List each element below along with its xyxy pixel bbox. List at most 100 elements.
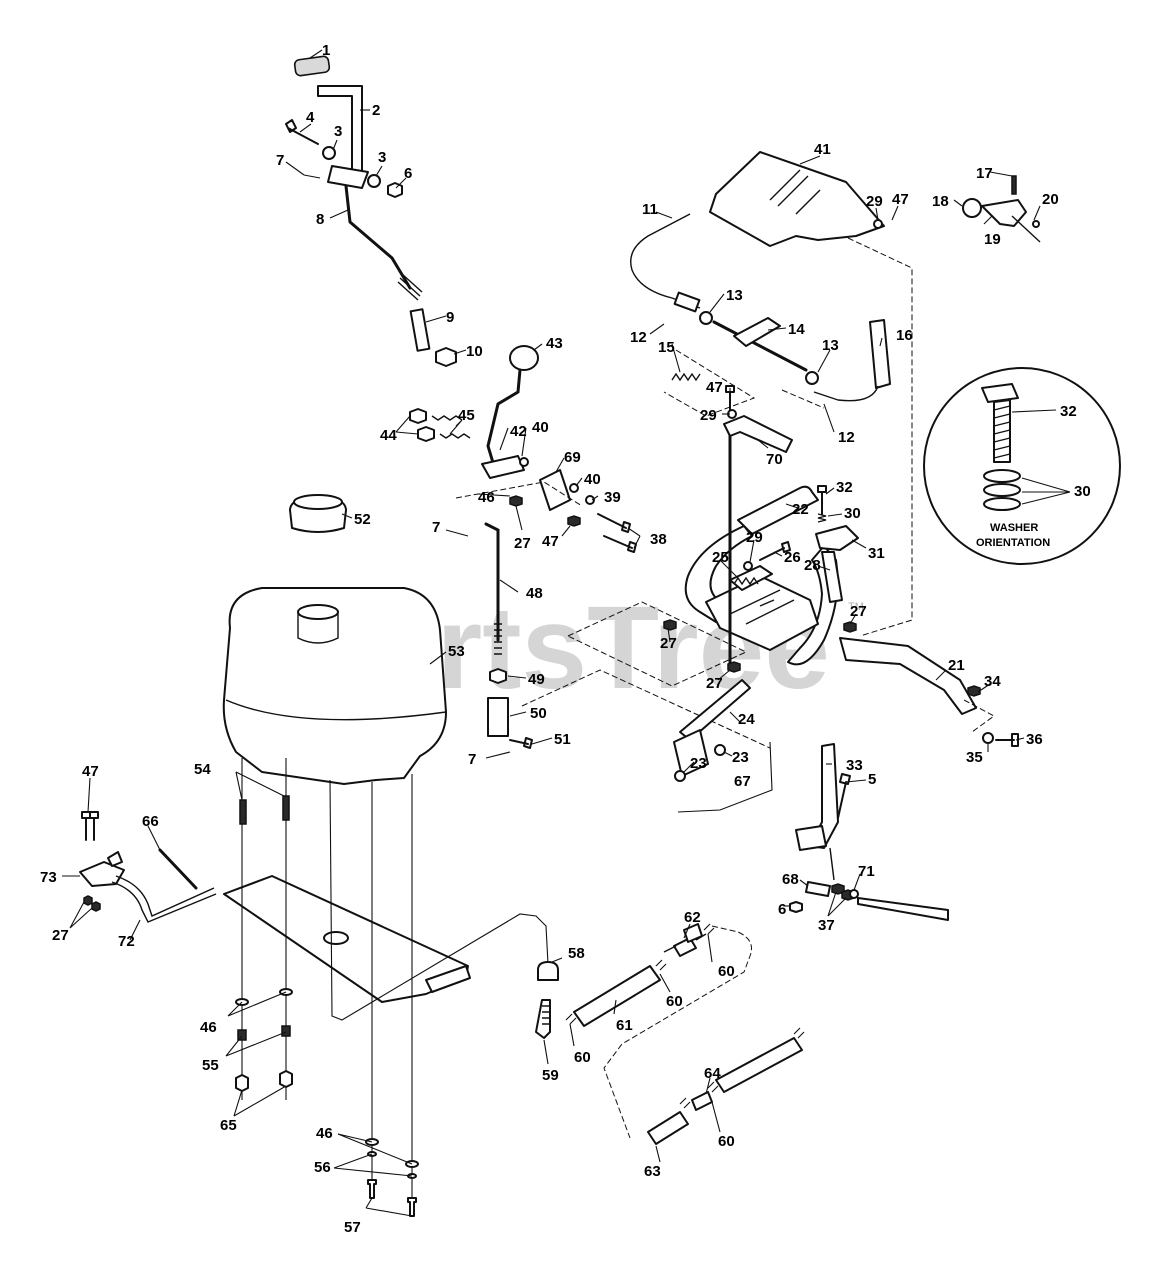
callout-7c: 7 <box>468 751 476 768</box>
callout-27b: 27 <box>660 635 677 652</box>
callout-59: 59 <box>542 1067 559 1084</box>
pedal-pad <box>293 55 331 77</box>
brake-rod-thread <box>397 273 423 301</box>
brake-spring-tube <box>409 308 431 352</box>
callout-38: 38 <box>650 531 667 548</box>
linkage-rod <box>857 897 949 921</box>
callout-47a: 47 <box>892 191 909 208</box>
fuel-filler-neck <box>297 604 339 620</box>
nut-27-frame-b <box>727 661 741 673</box>
lever-shaft-14 <box>712 320 808 372</box>
brake-pedal-assembly <box>285 55 457 367</box>
clamp-60b <box>655 959 667 971</box>
callout-22: 22 <box>792 501 809 518</box>
lever-33 <box>809 743 839 849</box>
lever-33-linkage-line <box>829 847 835 881</box>
callout-37: 37 <box>818 917 835 934</box>
inset-caption-line2: ORIENTATION <box>976 537 1050 549</box>
nut-27-shift <box>509 495 523 507</box>
cable-sleeve <box>673 291 701 313</box>
inset-bolt-head <box>981 383 1019 403</box>
clamp-60a <box>565 1013 577 1025</box>
stud-54b <box>282 795 290 821</box>
callout-23a: 23 <box>732 749 749 766</box>
callout-33: 33 <box>846 757 863 774</box>
callout-71: 71 <box>858 863 875 880</box>
callout-69: 69 <box>564 449 581 466</box>
callout-6: 6 <box>404 165 412 182</box>
washer-71 <box>849 889 859 899</box>
bracket-25 <box>729 565 773 591</box>
callout-27d: 27 <box>850 603 867 620</box>
grommet-58 <box>537 961 559 981</box>
callout-54: 54 <box>194 761 211 778</box>
callout-53: 53 <box>448 643 465 660</box>
grip-16 <box>869 319 891 389</box>
callout-16: 16 <box>896 327 913 344</box>
choke-cable-assembly <box>79 811 217 923</box>
fuel-filter-62 <box>673 937 697 957</box>
inset-caption-line1: WASHER <box>990 522 1038 534</box>
bolt-26 <box>759 541 791 561</box>
callout-70: 70 <box>766 451 783 468</box>
callout-63: 63 <box>644 1163 661 1180</box>
brake-rod <box>344 184 412 290</box>
callout-19: 19 <box>984 231 1001 248</box>
callout-25: 25 <box>712 549 729 566</box>
callout-4: 4 <box>306 109 315 126</box>
fuel-hose-61 <box>573 965 661 1027</box>
choke-cable-72-b <box>111 881 217 923</box>
cover-slot-b <box>795 189 821 215</box>
pin-51 <box>509 737 533 749</box>
screw-47-choke-a <box>81 811 91 841</box>
frame-bracket-outline <box>566 601 748 687</box>
nut-65b <box>279 1070 293 1088</box>
callout-29b: 29 <box>700 407 717 424</box>
washer-40a <box>519 457 529 467</box>
leader-lines <box>62 49 1071 1217</box>
stud-54a <box>239 799 247 825</box>
callout-43: 43 <box>546 335 563 352</box>
shift-assembly-outline <box>455 481 583 507</box>
callout-50: 50 <box>530 705 547 722</box>
tank-mount-assembly <box>223 758 549 1217</box>
group-67-bracket <box>677 741 773 813</box>
nut-27-frame-a <box>663 619 677 631</box>
choke-cable-72 <box>115 875 215 917</box>
callout-45: 45 <box>458 407 475 424</box>
lever-33-hub <box>795 825 827 851</box>
callout-1: 1 <box>322 42 330 59</box>
nut-44b <box>417 426 435 442</box>
shift-lever <box>486 368 522 468</box>
clamp-60f <box>793 1027 805 1039</box>
choke-bracket-73 <box>79 861 125 887</box>
cable-end-16 <box>813 385 879 402</box>
inset-washer-b <box>983 483 1021 497</box>
tube-28 <box>821 551 843 603</box>
fuel-cap-top <box>293 494 343 510</box>
bolt-4 <box>285 119 319 145</box>
choke-knob <box>107 851 123 867</box>
fitting-59 <box>535 999 551 1039</box>
callout-35: 35 <box>966 749 983 766</box>
callout-62: 62 <box>684 909 701 926</box>
clamp-31 <box>815 525 859 551</box>
callout-55: 55 <box>202 1057 219 1074</box>
washer-35 <box>982 732 994 744</box>
handle-frame-assembly <box>521 385 1019 749</box>
fuel-tank-53 <box>222 587 447 785</box>
callout-46b: 46 <box>200 1019 217 1036</box>
fuel-tank-assembly <box>222 494 447 785</box>
watermark-trademark: TM <box>848 601 864 613</box>
callout-60d: 60 <box>718 1133 735 1150</box>
callout-11: 11 <box>642 201 658 218</box>
cable-11 <box>630 213 701 309</box>
nut-65a <box>235 1074 249 1092</box>
washer-29-frame <box>743 561 753 571</box>
clevis-50 <box>487 697 509 737</box>
spacer-55b <box>281 1025 291 1037</box>
callout-58: 58 <box>568 945 585 962</box>
inset-circle <box>923 367 1121 565</box>
clamp-60e <box>707 1081 719 1093</box>
frame-base-detail <box>729 589 795 625</box>
